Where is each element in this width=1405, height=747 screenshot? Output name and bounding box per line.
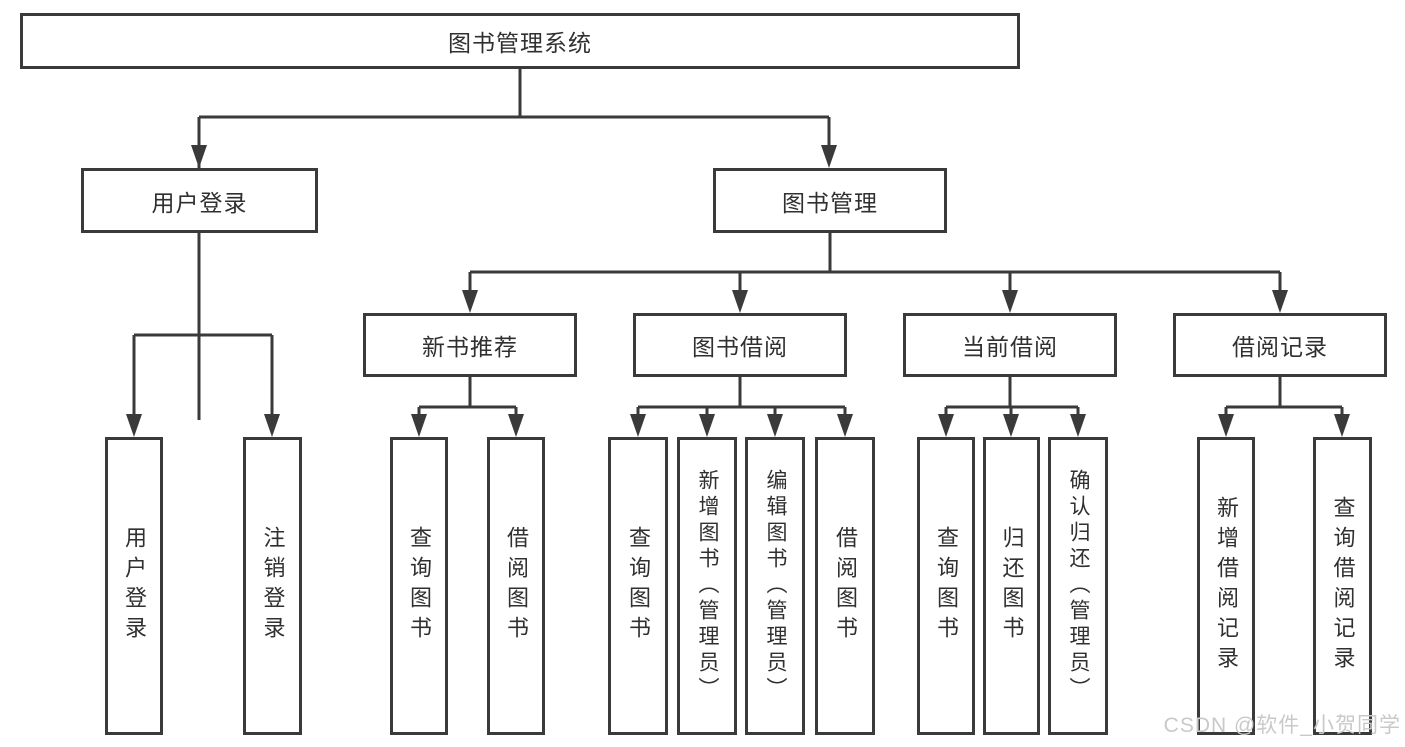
leaf-records-query-record-label: 查询借阅记录 [1330,496,1356,676]
csdn-watermark: CSDN @软件_小贺同学 [1163,714,1401,737]
leaf-current-confirm-return-admin-label: 确认归还（管理员） [1067,469,1090,703]
leaf-newrec-query-books-label: 查询图书 [407,526,432,646]
node-user-login-label: 用户登录 [151,189,248,216]
node-root-label: 图书管理系统 [448,30,592,56]
leaf-borrow-add-books-admin: 新增图书（管理员） [677,437,737,735]
leaf-current-confirm-return-admin: 确认归还（管理员） [1048,437,1108,735]
node-root: 图书管理系统 [20,13,1020,69]
node-new-book-recommendation-label: 新书推荐 [422,334,518,360]
node-borrowing-records: 借阅记录 [1173,313,1387,377]
leaf-borrow-add-books-admin-label: 新增图书（管理员） [696,469,719,703]
leaf-records-query-record: 查询借阅记录 [1313,437,1372,735]
leaf-user-login-label: 用户登录 [122,526,147,646]
leaf-current-return-books: 归还图书 [983,437,1040,735]
leaf-current-query-books: 查询图书 [917,437,975,735]
node-book-borrowing: 图书借阅 [633,313,847,377]
leaf-logout: 注销登录 [243,437,302,735]
leaf-borrow-query-books-label: 查询图书 [626,526,651,646]
leaf-newrec-query-books: 查询图书 [390,437,448,735]
node-current-borrowing: 当前借阅 [903,313,1117,377]
leaf-borrow-query-books: 查询图书 [608,437,668,735]
node-book-borrowing-label: 图书借阅 [692,334,788,360]
leaf-records-add-record: 新增借阅记录 [1197,437,1255,735]
leaf-borrow-edit-books-admin: 编辑图书（管理员） [745,437,805,735]
node-user-login: 用户登录 [81,168,318,233]
leaf-current-query-books-label: 查询图书 [934,526,959,646]
leaf-current-return-books-label: 归还图书 [999,526,1025,646]
node-book-management-label: 图书管理 [782,189,878,216]
leaf-borrow-borrow-books: 借阅图书 [815,437,875,735]
node-current-borrowing-label: 当前借阅 [962,334,1058,360]
leaf-user-login: 用户登录 [105,437,163,735]
leaf-borrow-borrow-books-label: 借阅图书 [833,526,858,646]
leaf-newrec-borrow-books: 借阅图书 [487,437,545,735]
leaf-logout-label: 注销登录 [260,526,286,646]
node-new-book-recommendation: 新书推荐 [363,313,577,377]
node-borrowing-records-label: 借阅记录 [1232,334,1328,360]
leaf-newrec-borrow-books-label: 借阅图书 [504,526,529,646]
node-book-management: 图书管理 [713,168,947,233]
leaf-borrow-edit-books-admin-label: 编辑图书（管理员） [764,469,787,703]
leaf-records-add-record-label: 新增借阅记录 [1214,496,1239,676]
